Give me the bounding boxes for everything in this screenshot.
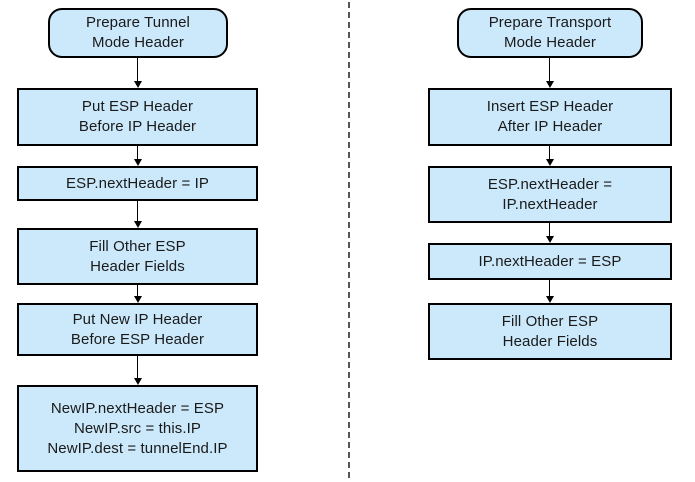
arrowhead-down-icon [134,296,142,303]
arrowhead-down-icon [546,81,554,88]
flow-node-transport-start: Prepare Transport Mode Header [457,8,643,58]
flow-node-tunnel-put-new-ip: Put New IP Header Before ESP Header [17,303,258,356]
flow-node-transport-esp-nextheader: ESP.nextHeader = IP.nextHeader [428,166,672,223]
arrowhead-down-icon [134,81,142,88]
flow-node-tunnel-esp-nextheader: ESP.nextHeader = IP [17,166,258,201]
arrow-shaft [137,58,138,82]
arrowhead-down-icon [134,378,142,385]
arrowhead-down-icon [134,159,142,166]
arrow-shaft [137,201,138,222]
arrow-shaft [549,58,550,82]
flow-node-transport-fill-other: Fill Other ESP Header Fields [428,303,672,360]
arrow-shaft [549,223,550,237]
arrow-shaft [549,146,550,160]
arrowhead-down-icon [546,159,554,166]
arrowhead-down-icon [546,296,554,303]
arrowhead-down-icon [134,221,142,228]
arrow-shaft [549,280,550,297]
arrow-shaft [137,146,138,160]
arrow-shaft [137,356,138,379]
flow-node-tunnel-fill-other: Fill Other ESP Header Fields [17,228,258,285]
flow-node-tunnel-newip-fields: NewIP.nextHeader = ESP NewIP.src = this.… [17,385,258,472]
arrowhead-down-icon [546,236,554,243]
flow-node-tunnel-put-esp: Put ESP Header Before IP Header [17,88,258,146]
flow-node-tunnel-start: Prepare Tunnel Mode Header [48,8,228,58]
flow-node-transport-ip-nextheader: IP.nextHeader = ESP [428,243,672,280]
arrow-shaft [137,285,138,297]
flow-node-transport-insert-esp: Insert ESP Header After IP Header [428,88,672,146]
vertical-dashed-separator [348,2,350,478]
